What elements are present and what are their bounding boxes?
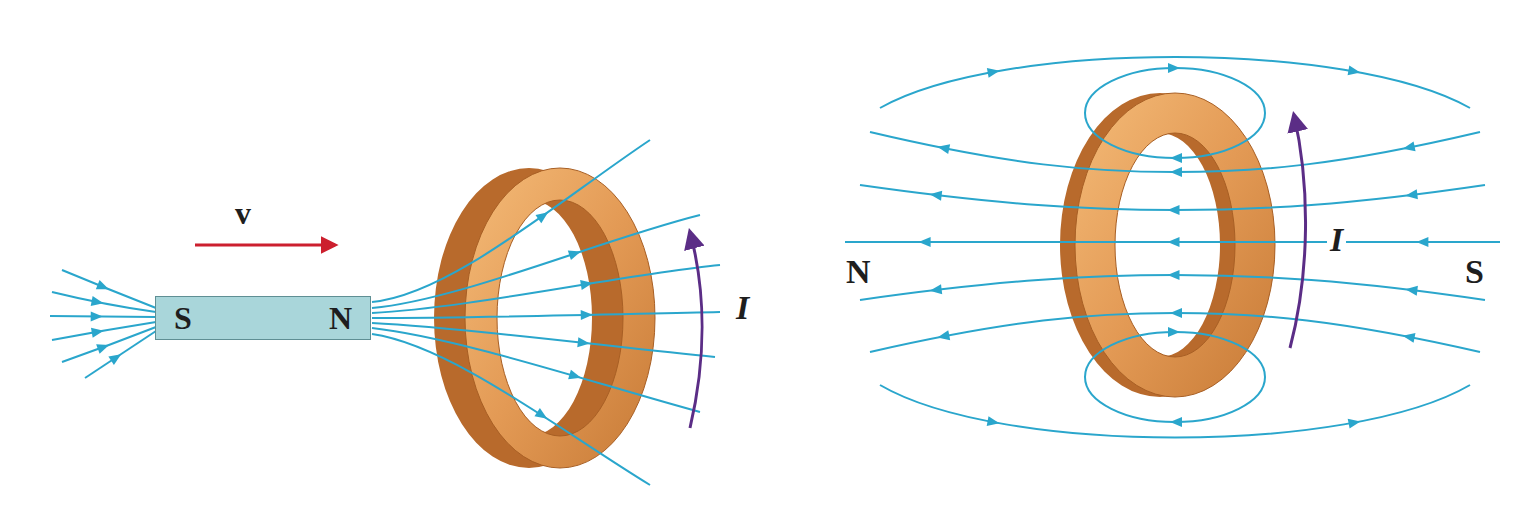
field-arrowhead [577,337,590,348]
velocity-label: v [232,196,254,230]
field-line [372,265,720,313]
current-label: I [1327,222,1346,258]
field-arrowhead [535,208,551,223]
field-line [870,132,1480,172]
field-arrowhead [987,66,1001,78]
field-arrowhead [936,330,950,342]
field-line [52,292,156,312]
field-line [372,140,650,302]
field-arrowhead [1402,142,1416,154]
field-arrowhead [1170,153,1182,163]
pole-label: S [174,302,192,334]
field-arrowhead [1168,205,1180,215]
field-line [85,331,156,378]
field-arrowhead [1168,327,1180,337]
field-line [860,275,1485,300]
field-arrowhead [91,296,105,308]
field-line [372,323,715,357]
field-arrowhead [1168,63,1180,73]
field-arrowhead [919,237,931,247]
field-arrowhead [1348,66,1362,78]
field-line [372,312,720,318]
field-arrowhead [1405,284,1418,295]
field-line [50,316,156,317]
current-label: I [733,290,752,326]
field-arrowhead [936,142,950,154]
field-arrowhead [1416,237,1428,247]
field-loop [1085,68,1265,158]
field-arrowhead [1170,167,1182,177]
current-arrow [1290,115,1306,348]
field-arrowhead [929,189,942,200]
field-line [372,334,650,485]
pole-label: S [1462,254,1487,290]
field-arrowhead [96,340,111,354]
field-line [860,185,1485,210]
field-arrowhead [91,326,105,338]
field-line [52,322,156,340]
field-arrowhead [580,278,593,290]
field-arrowhead [1168,237,1180,247]
field-line [880,57,1470,108]
field-loop [1085,332,1265,422]
field-arrowhead [568,370,582,383]
pole-label: N [329,302,352,334]
current-arrow [690,232,702,428]
field-arrowhead [96,280,111,294]
field-line [372,328,700,412]
field-line [870,313,1480,352]
field-arrowhead [1348,416,1362,428]
field-lines [50,57,1500,485]
field-arrowhead [987,416,1001,428]
field-arrowhead [108,350,124,365]
bar-magnet: SN [155,296,371,340]
copper-ring [1060,93,1275,397]
field-arrowhead [929,284,942,295]
field-arrowhead [1402,331,1416,343]
field-arrowhead [91,311,103,321]
field-arrowhead [1170,308,1182,318]
field-arrowhead [1168,270,1180,280]
velocity-arrow [195,244,335,247]
field-arrowhead [1170,417,1182,427]
field-arrowhead [581,310,593,320]
field-line [372,215,700,308]
field-line [62,270,156,308]
field-line [880,385,1470,438]
field-arrowhead [568,247,583,260]
pole-label: N [843,254,874,290]
field-arrowhead [534,408,550,423]
field-arrowhead [1405,189,1418,200]
field-arrowheads [91,63,1429,429]
